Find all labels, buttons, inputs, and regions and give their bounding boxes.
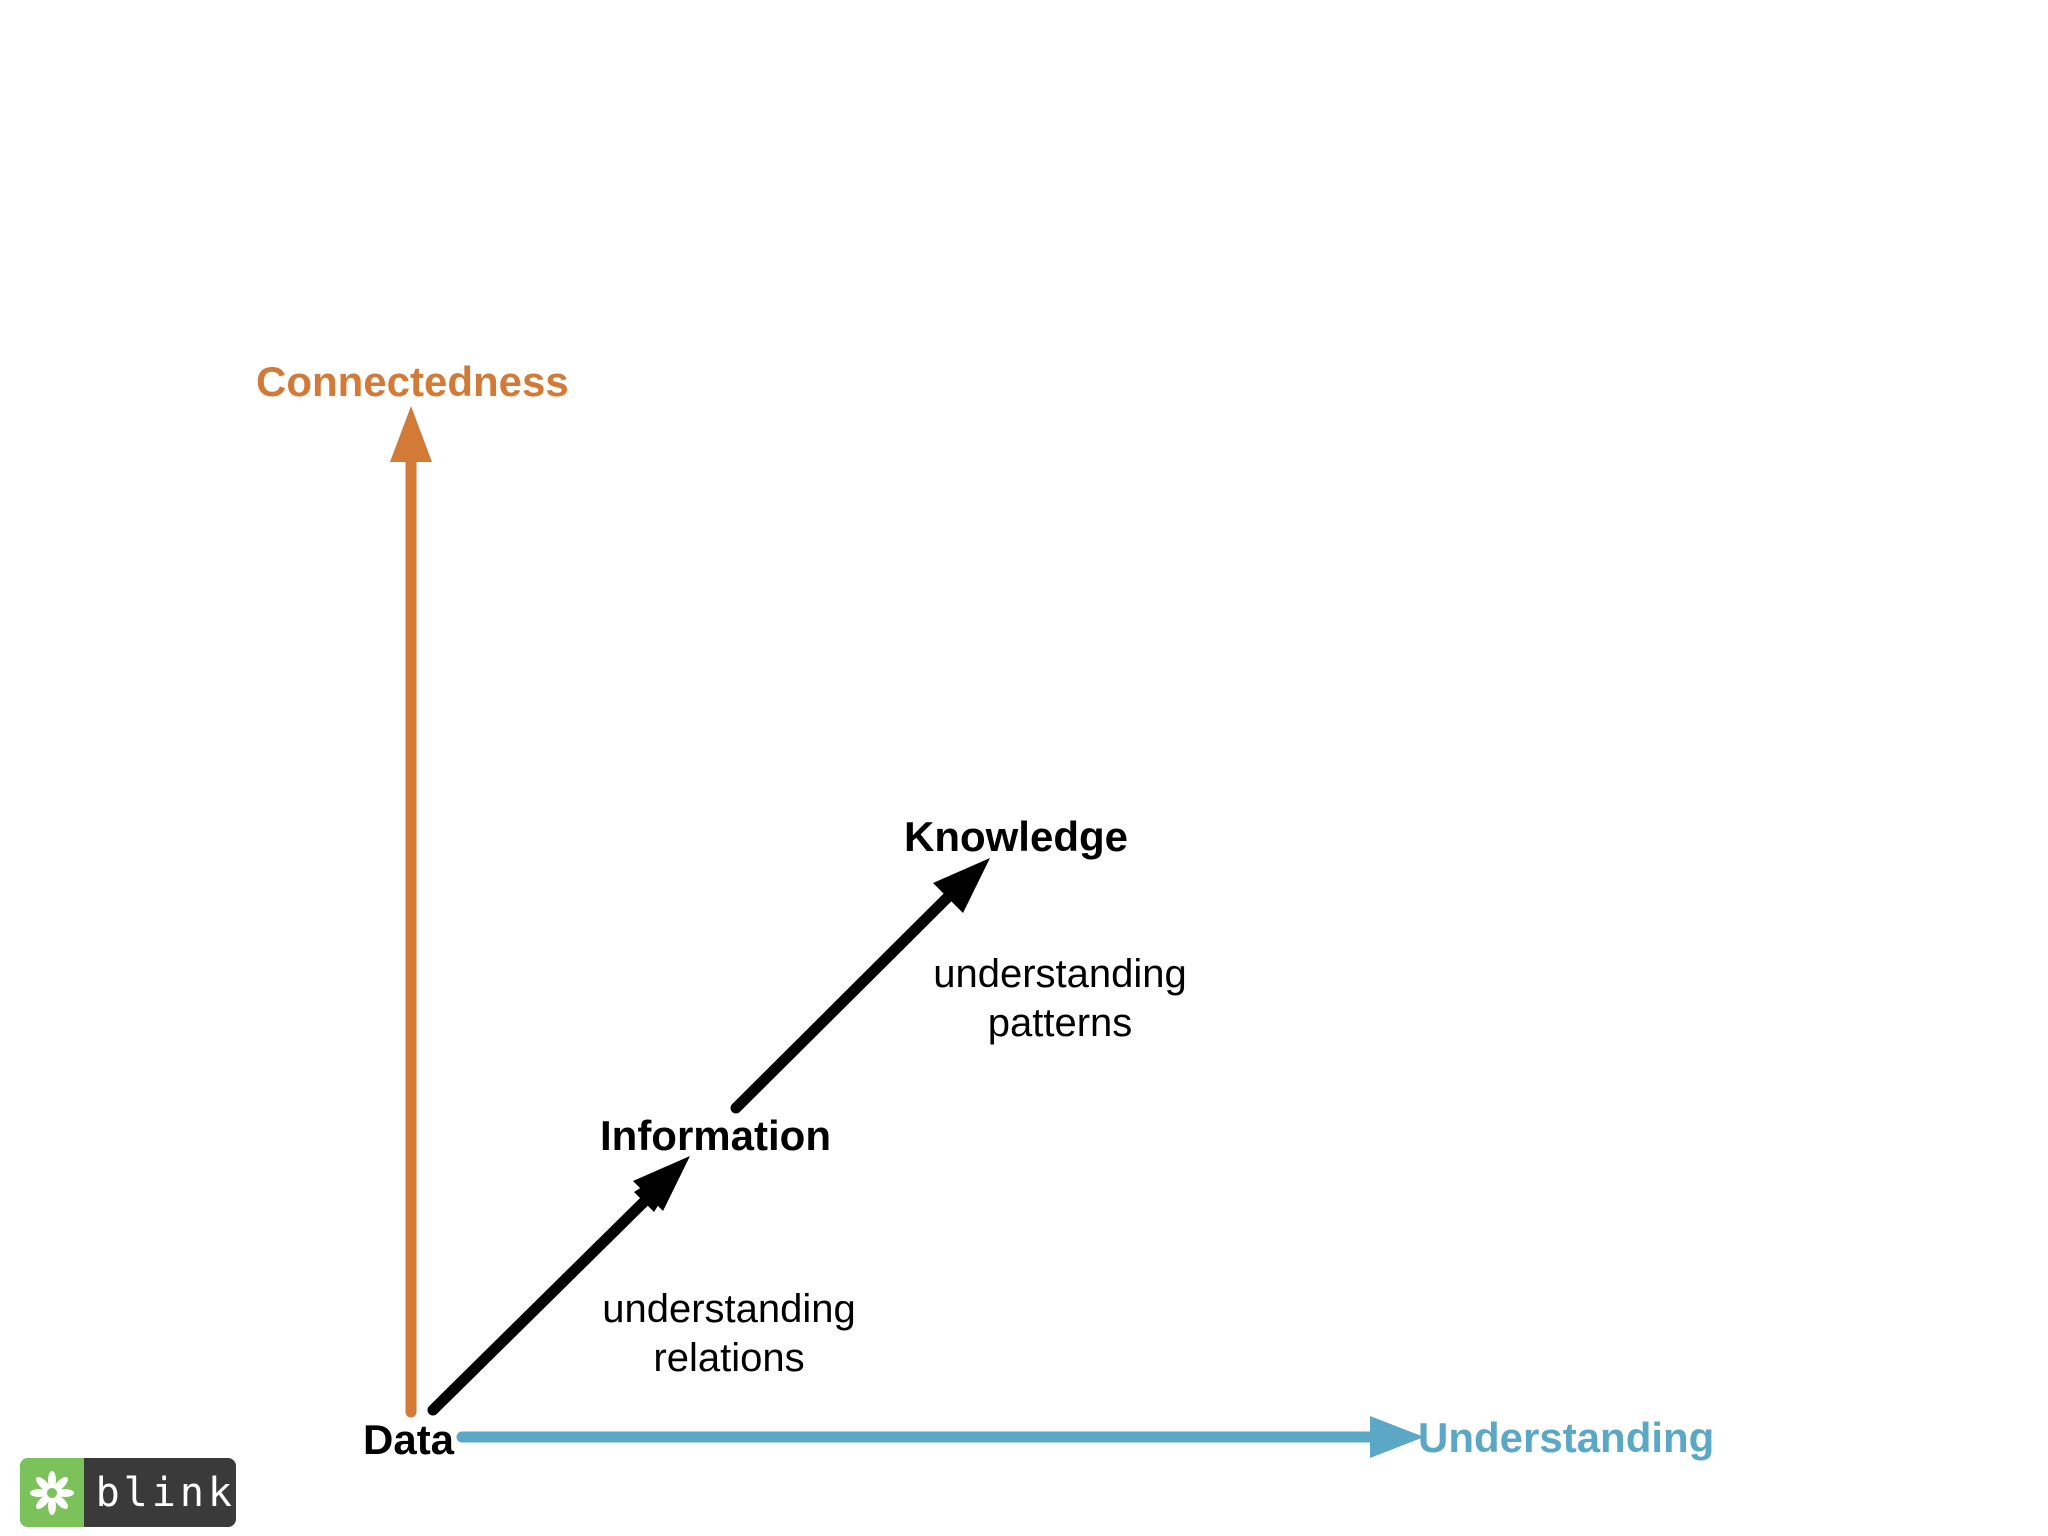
connectedness-axis-label: Connectedness: [256, 358, 569, 405]
transition-note-patterns-line1: understanding: [933, 952, 1187, 996]
transition-note-relations-line1: understanding: [602, 1287, 856, 1331]
asterisk-flower-icon: [20, 1458, 84, 1527]
data-to-information-arrowhead-full: [633, 1156, 690, 1211]
transition-note-patterns: understanding patterns: [924, 950, 1196, 1048]
understanding-axis-label: Understanding: [1418, 1414, 1715, 1461]
blink-logo-text: blink: [95, 1469, 236, 1516]
blink-logo: blink: [20, 1458, 236, 1527]
transition-note-relations: understanding relations: [593, 1285, 865, 1383]
understanding-axis-arrowhead: [1370, 1416, 1424, 1458]
connectedness-axis-arrowhead: [390, 406, 432, 462]
information-to-knowledge-arrow-line: [730, 879, 966, 1114]
transition-note-patterns-line2: patterns: [987, 1001, 1133, 1045]
node-knowledge: Knowledge: [904, 813, 1129, 860]
data-to-information-arrow-line: [427, 1180, 666, 1416]
node-information: Information: [600, 1112, 831, 1159]
transition-note-relations-line2: relations: [653, 1336, 805, 1380]
information-to-knowledge-arrowhead: [933, 858, 990, 913]
node-data: Data: [363, 1416, 455, 1463]
